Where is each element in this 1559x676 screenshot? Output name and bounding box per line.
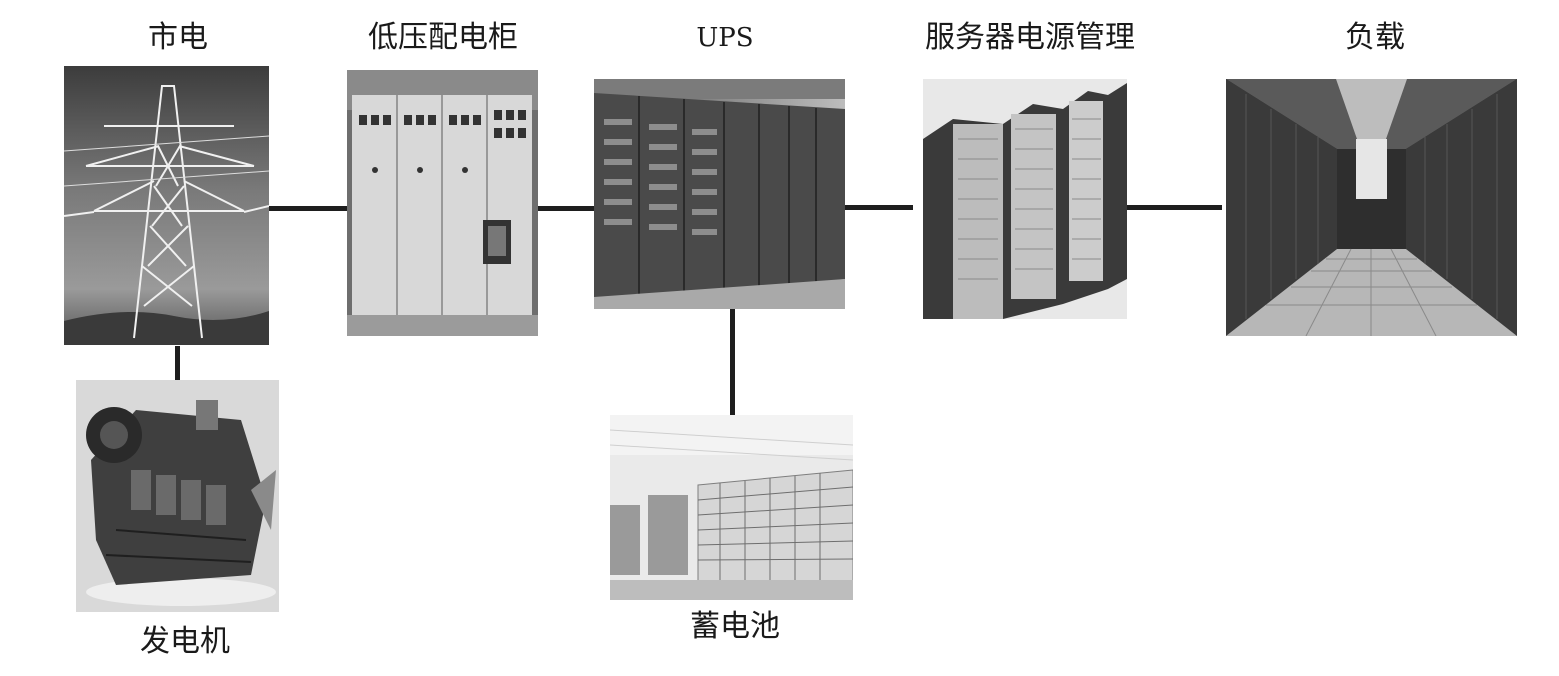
lv-cabinet-photo [347,70,538,336]
diesel-generator-icon [76,380,279,612]
wire-ups-to-server [845,205,913,210]
label-battery: 蓄电池 [690,609,780,644]
ups-photo [594,79,845,309]
label-mains: 市电 [148,20,208,55]
server-power-photo [923,79,1127,319]
switchgear-cabinet-icon [347,70,538,336]
label-ups: UPS [696,23,754,53]
label-generator: 发电机 [140,624,230,659]
label-server-power: 服务器电源管理 [925,20,1135,55]
wire-cabinet-to-ups [538,206,594,211]
wire-server-to-load [1127,205,1222,210]
mains-photo [64,66,269,345]
server-rack-icon [923,79,1127,319]
wire-mains-to-cabinet [268,206,348,211]
load-photo [1226,79,1517,336]
label-lv-cabinet: 低压配电柜 [368,20,518,55]
ups-cabinet-icon [594,79,845,309]
data-center-aisle-icon [1226,79,1517,336]
battery-photo [610,415,853,600]
battery-rack-icon [610,415,853,600]
generator-photo [76,380,279,612]
transmission-tower-icon [64,66,269,345]
label-load: 负载 [1345,20,1405,55]
wire-ups-to-battery [730,309,735,416]
